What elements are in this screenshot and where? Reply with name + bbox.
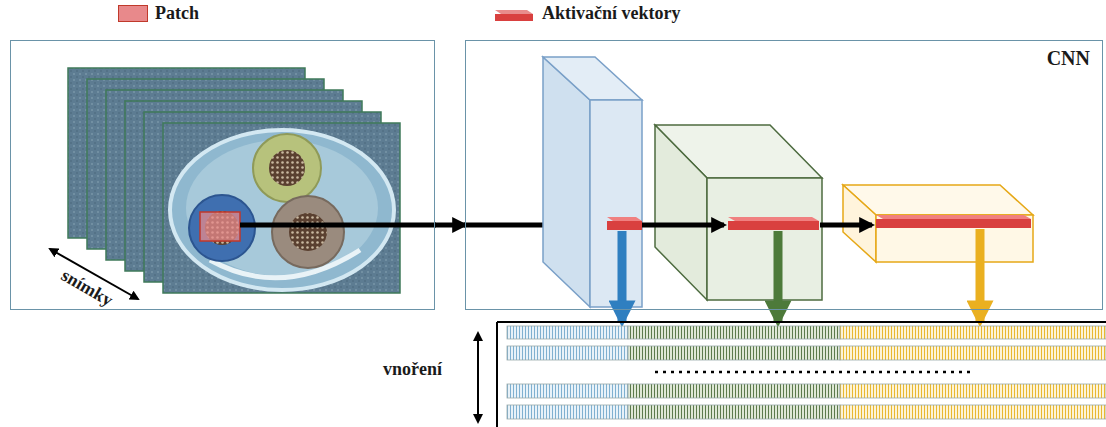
figure-polygon: [607, 217, 642, 221]
flow-arrow: [435, 223, 465, 228]
figure-rect: [707, 178, 822, 300]
figure-rect: [840, 346, 1106, 360]
figure-rect: [876, 219, 1031, 228]
figure-rect: [876, 215, 1033, 262]
figure-g: [68, 68, 400, 293]
legend-text: Patch: [155, 3, 199, 24]
figure-circle: [289, 213, 327, 251]
label-holder: vnoření: [383, 359, 442, 380]
figure-line: [240, 223, 436, 228]
figure-polygon: [876, 215, 1031, 219]
figure-circle: [253, 134, 321, 202]
figure-g: [507, 326, 1106, 419]
legend-bar: [493, 5, 535, 23]
figure-line: [820, 223, 872, 228]
figure-rect: [728, 221, 819, 230]
figure-rect: [507, 405, 628, 419]
figure-polygon: [543, 57, 642, 100]
legend-text: Aktivační vektory: [542, 3, 681, 24]
figure-rect: [840, 405, 1106, 419]
figure-line: [642, 223, 724, 228]
figure-circle: [272, 196, 344, 268]
figure-circle: [189, 195, 255, 261]
figure-line: [496, 322, 498, 427]
figure-rect: [507, 326, 628, 339]
figure-rect: [163, 123, 400, 293]
figure-rect: [607, 221, 642, 230]
axis-label: snímky: [57, 265, 116, 311]
figure-rect: [840, 326, 1106, 339]
figure-ellipse: [170, 130, 394, 290]
figure-circle: [269, 150, 305, 186]
legend-item: Patch: [118, 3, 199, 24]
figure-rect: [628, 384, 840, 398]
axis-label: vnoření: [383, 359, 442, 380]
bar-top: [495, 10, 533, 14]
figure-rect: [507, 384, 628, 398]
figure-line: [497, 321, 1106, 323]
legend-item: Aktivační vektory: [493, 3, 681, 24]
frames-panel: snímky: [10, 40, 435, 310]
figure-rect: [628, 326, 840, 339]
figure-rect: [590, 100, 642, 307]
figure-rect: [507, 346, 628, 360]
figure-line: [477, 333, 479, 422]
figure-rect: [200, 212, 240, 241]
figure-line: [774, 231, 783, 322]
legend-swatch: [118, 5, 148, 22]
figure-polygon: [728, 217, 819, 221]
figure-line: [618, 231, 627, 322]
figure-rect: [840, 384, 1106, 398]
figure-line: [976, 229, 985, 322]
cnn-panel: CNN: [465, 40, 1103, 310]
figure-rect: [628, 346, 840, 360]
figure-rect: [628, 405, 840, 419]
bar-front: [495, 14, 533, 21]
figure-line: [655, 371, 970, 374]
figure-polygon: [655, 125, 707, 300]
panel-title: CNN: [1047, 47, 1090, 70]
